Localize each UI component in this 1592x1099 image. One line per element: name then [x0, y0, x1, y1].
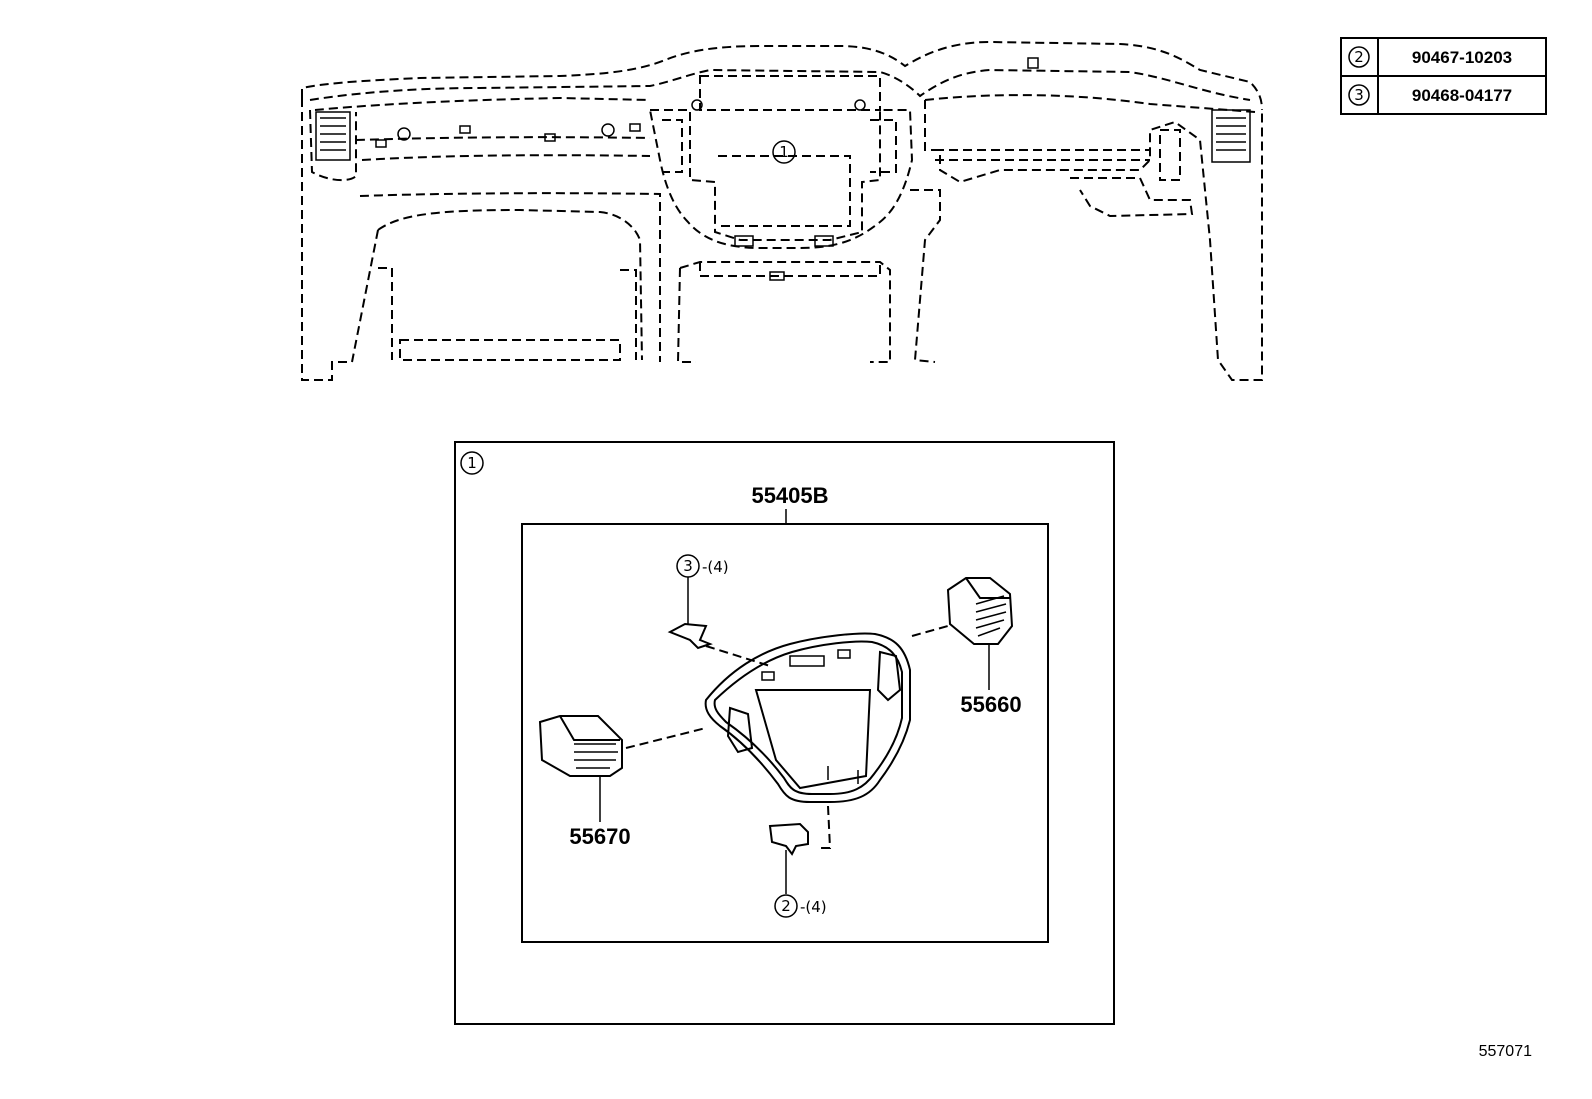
callout-circle	[460, 451, 484, 475]
detail-box: 1 55405B 3 -(4)	[454, 441, 1115, 1025]
center-bezel	[704, 632, 911, 803]
right-vent-label: 55660	[960, 692, 1021, 717]
clip-top: 3 -(4)	[667, 554, 771, 667]
callout-circle	[772, 140, 796, 164]
dashboard-outline: 1	[301, 40, 1263, 381]
parts-table-callout: 2	[1354, 48, 1364, 66]
clip-bottom: 2 -(4)	[768, 805, 832, 918]
left-vent-label: 55670	[569, 824, 630, 849]
clip-bottom-qty: -(4)	[800, 898, 827, 916]
assembly-frame	[521, 523, 1049, 943]
parts-table-callout: 3	[1354, 86, 1364, 104]
parts-table: 2 90467-10203 3 90468-04177	[1340, 37, 1547, 115]
clip-bottom-callout: 2	[781, 897, 791, 915]
parts-table-row: 3 90468-04177	[1348, 84, 1512, 106]
clip-top-qty: -(4)	[702, 558, 729, 576]
parts-table-row: 2 90467-10203	[1348, 46, 1512, 68]
right-vent: 55660	[911, 577, 1022, 717]
detail-callout: 1	[467, 454, 477, 472]
part-number: 90468-04177	[1412, 86, 1512, 105]
diagram-reference-number: 557071	[1479, 1043, 1532, 1060]
callout-circle	[774, 894, 798, 918]
callout-circle	[1348, 84, 1370, 106]
clip-top-callout: 3	[683, 557, 693, 575]
assembly-label: 55405B	[751, 483, 828, 508]
part-number: 90467-10203	[1412, 48, 1512, 67]
callout-circle	[1348, 46, 1370, 68]
dashboard-callout: 1	[779, 143, 789, 161]
left-vent: 55670	[538, 715, 707, 849]
